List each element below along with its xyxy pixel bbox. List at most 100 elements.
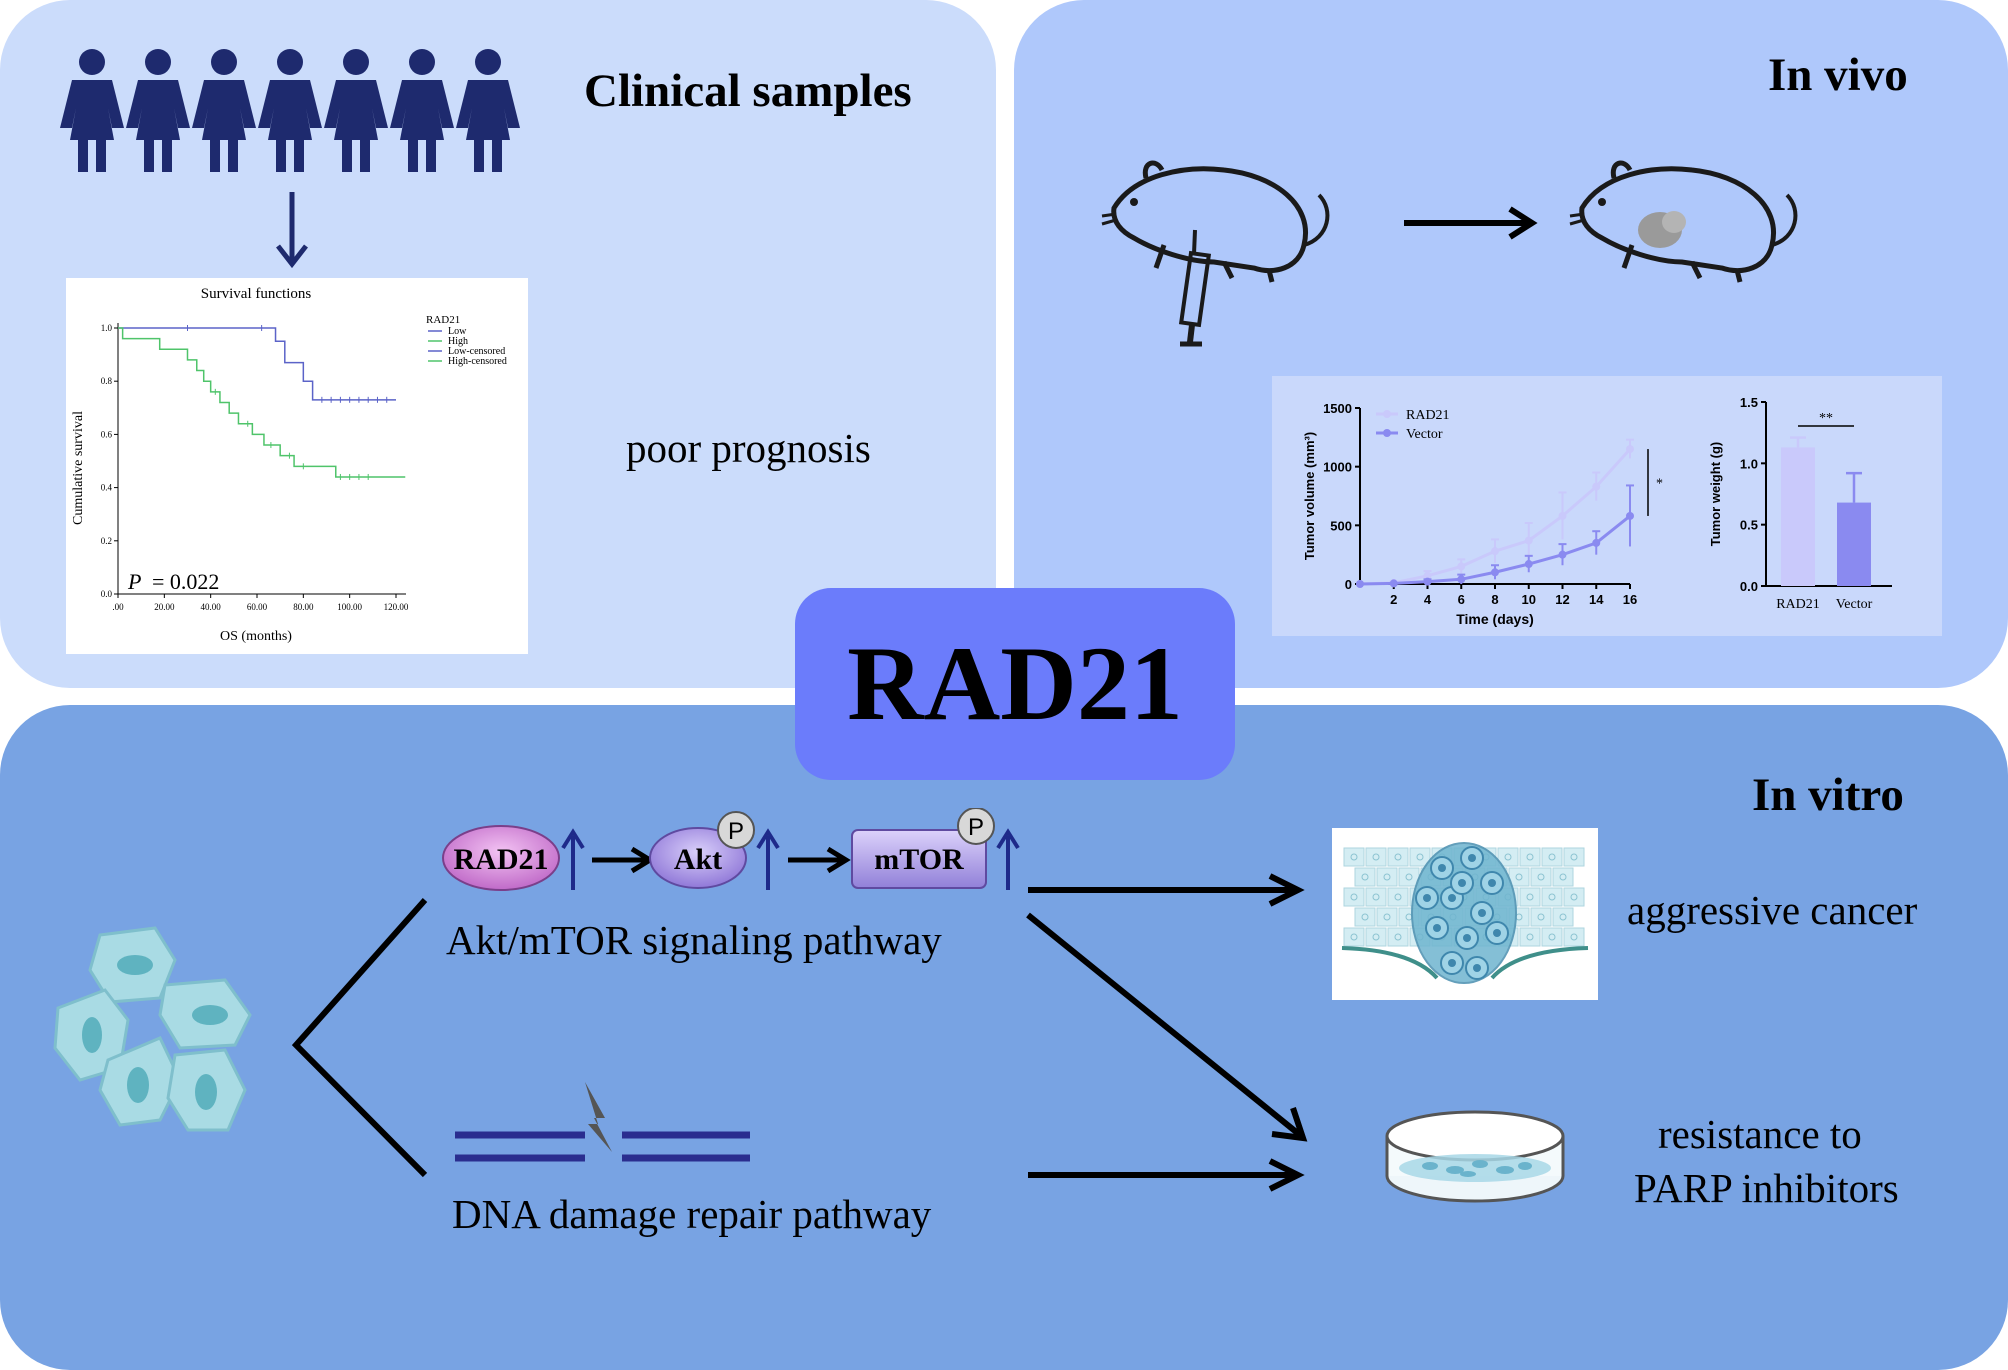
- km-ytick-label: 0.4: [101, 483, 113, 493]
- km-xtick-label: 20.00: [154, 602, 175, 612]
- km-title: Survival functions: [201, 286, 312, 302]
- in-vivo-charts-bg: [1272, 376, 1942, 636]
- patients-icon: [60, 49, 520, 172]
- volume-significance: *: [1656, 477, 1663, 492]
- lightning-icon: [585, 1082, 612, 1152]
- volume-point: [1626, 445, 1634, 454]
- weight-ytick-label: 0.5: [1740, 518, 1758, 533]
- volume-point: [1558, 511, 1567, 520]
- person-icon: [60, 49, 124, 172]
- akt-phospho: P: [728, 818, 744, 845]
- mouse-injection-icon: [1101, 160, 1330, 347]
- tissue-cell: [1387, 927, 1409, 947]
- person-icon: [126, 49, 190, 172]
- km-p-label: P: [127, 569, 141, 594]
- volume-point: [1389, 579, 1398, 588]
- tissue-cell: [1530, 907, 1552, 927]
- person-icon: [456, 49, 520, 172]
- weight-ytick-label: 1.5: [1740, 395, 1758, 410]
- km-ytick-label: 0.8: [101, 376, 113, 386]
- rad21-center-box: RAD21: [795, 588, 1235, 780]
- clinical-title: Clinical samples: [584, 65, 912, 117]
- volume-xtick-label: 14: [1589, 592, 1604, 607]
- volume-xtick-label: 12: [1555, 592, 1569, 607]
- tissue-cell: [1343, 847, 1365, 867]
- volume-point: [1558, 550, 1567, 559]
- tissue-cell: [1343, 887, 1365, 907]
- volume-point: [1524, 560, 1533, 569]
- pathway-dna-repair-label: DNA damage repair pathway: [452, 1191, 932, 1237]
- tissue-cell: [1497, 847, 1519, 867]
- tissue-cell: [1354, 867, 1376, 887]
- km-xtick-label: 80.00: [293, 602, 314, 612]
- tissue-cell: [1387, 887, 1409, 907]
- volume-ytick-label: 500: [1330, 518, 1352, 533]
- node-mtor: mTOR: [874, 843, 964, 876]
- weight-ylabel: Tumor weight (g): [1708, 442, 1723, 546]
- person-icon: [192, 49, 256, 172]
- weight-category-label: Vector: [1836, 597, 1873, 612]
- cells-icon: [53, 926, 252, 1132]
- weight-ytick-label: 1.0: [1740, 456, 1758, 471]
- tissue-cell: [1563, 927, 1585, 947]
- mtor-phospho: P: [968, 814, 984, 841]
- km-ytick-label: 0.2: [101, 536, 112, 546]
- km-ylabel: Cumulative survival: [71, 411, 86, 525]
- volume-point: [1457, 575, 1466, 584]
- volume-point: [1457, 562, 1466, 571]
- km-p-value: = 0.022: [152, 569, 219, 594]
- volume-xtick-label: 6: [1458, 592, 1465, 607]
- volume-point: [1356, 580, 1364, 588]
- km-xlabel: OS (months): [220, 629, 292, 644]
- volume-xtick-label: 16: [1623, 592, 1637, 607]
- clinical-result: poor prognosis: [626, 425, 871, 471]
- down-arrow-icon: [276, 192, 308, 269]
- km-legend-label: Low-censored: [448, 346, 505, 357]
- km-ytick-label: 0.0: [101, 589, 113, 599]
- volume-ylabel: Tumor volume (mm³): [1302, 432, 1317, 560]
- in-vitro-panel: [0, 705, 2008, 1370]
- tissue-cell: [1530, 867, 1552, 887]
- volume-point: [1491, 568, 1499, 577]
- volume-point: [1592, 482, 1601, 491]
- weight-bar: [1837, 502, 1871, 586]
- akt-mtor-pathway: RAD21 Akt P mTOR P: [442, 808, 1020, 891]
- weight-bar: [1781, 447, 1815, 586]
- person-icon: [324, 49, 388, 172]
- tissue-cell: [1376, 867, 1398, 887]
- pathway-akt-mtor-label: Akt/mTOR signaling pathway: [446, 917, 942, 963]
- mouse-tumor-icon: [1569, 160, 1798, 283]
- km-xtick-label: 100.00: [337, 602, 362, 612]
- tissue-cell: [1563, 847, 1585, 867]
- tissue-cell: [1519, 847, 1541, 867]
- tissue-cell: [1365, 847, 1387, 867]
- rad21-center-label: RAD21: [847, 625, 1183, 742]
- km-ytick-label: 1.0: [101, 323, 113, 333]
- tissue-cell: [1365, 887, 1387, 907]
- invasion-illustration: [1332, 828, 1598, 1000]
- volume-point: [1423, 577, 1432, 586]
- person-icon: [390, 49, 454, 172]
- km-xtick-label: 60.00: [247, 602, 268, 612]
- weight-category-label: RAD21: [1776, 597, 1820, 612]
- volume-legend-label: Vector: [1406, 427, 1443, 442]
- tissue-cell: [1519, 887, 1541, 907]
- km-xtick-label: 40.00: [201, 602, 222, 612]
- outcome-resistance-line2: PARP inhibitors: [1634, 1165, 1899, 1211]
- volume-ytick-label: 0: [1345, 577, 1352, 592]
- tissue-cell: [1541, 887, 1563, 907]
- volume-xtick-label: 10: [1522, 592, 1536, 607]
- km-curve-high: [118, 327, 406, 478]
- km-ytick-label: 0.6: [101, 429, 113, 439]
- tissue-cell: [1365, 927, 1387, 947]
- node-akt: Akt: [674, 843, 722, 876]
- volume-legend-label: RAD21: [1406, 408, 1450, 423]
- volume-point: [1592, 538, 1601, 547]
- in-vivo-title: In vivo: [1768, 49, 1908, 101]
- volume-xlabel: Time (days): [1456, 611, 1534, 627]
- volume-xtick-label: 2: [1390, 592, 1397, 607]
- weight-ytick-label: 0.0: [1740, 579, 1758, 594]
- tissue-cell: [1409, 847, 1431, 867]
